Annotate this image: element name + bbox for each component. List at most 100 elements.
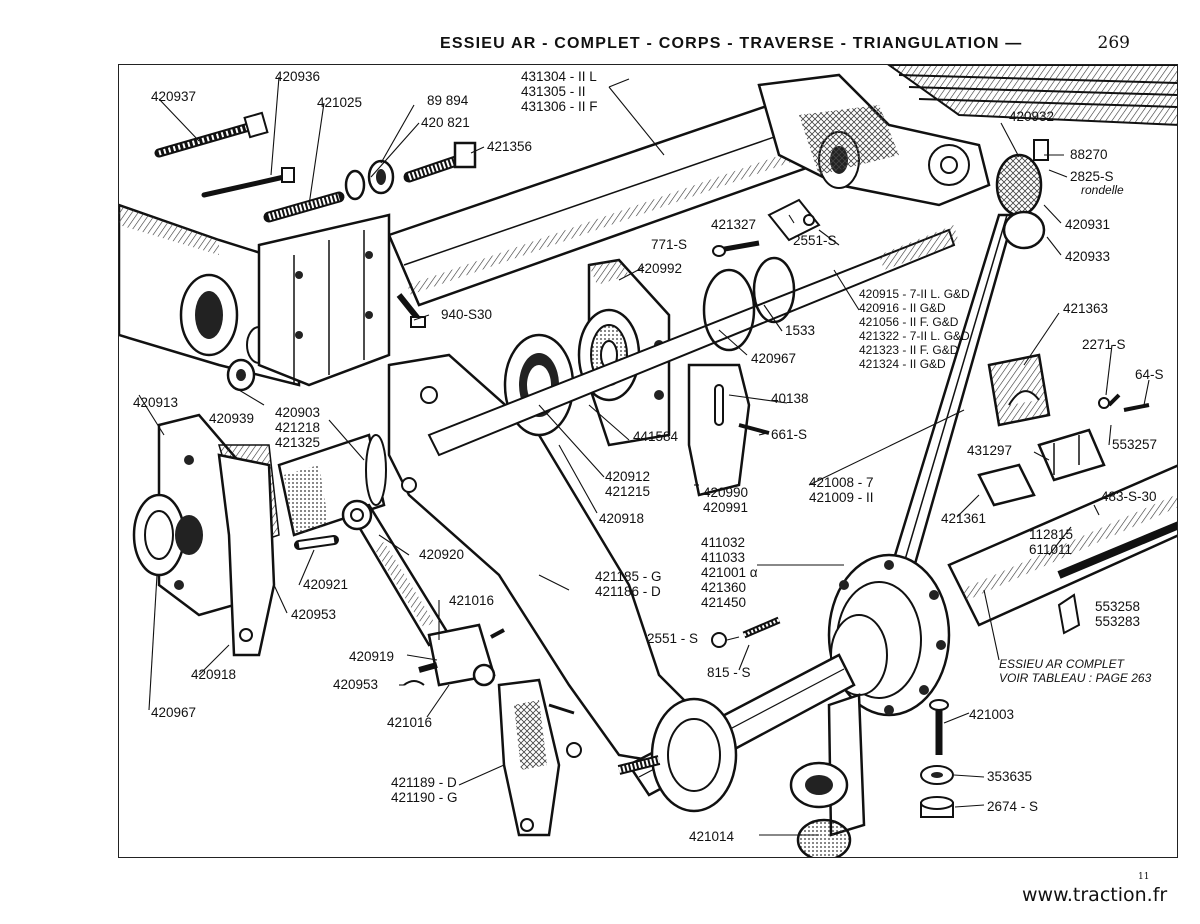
label-420918-center: 420918 [599,511,645,526]
hub-flange [827,553,951,717]
label-arm-421185: 421185 - G 421186 - D [595,569,662,599]
label-420990: 420990 420991 [703,485,749,515]
label-420937: 420937 [151,89,197,104]
label-421014: 421014 [689,829,735,844]
label-420953-upper: 420953 [291,607,337,622]
label-420992: 420992 [637,261,683,276]
label-420933: 420933 [1065,249,1111,264]
label-2271-s: 2271-S [1082,337,1126,352]
label-420939: 420939 [209,411,255,426]
page-number: 269 [1097,33,1130,53]
label-420931: 420931 [1065,217,1111,232]
label-421361: 421361 [941,511,987,526]
yoke-420919 [403,623,505,687]
clamp-431297 [1037,428,1106,482]
label-shaft-420915: 420915 - 7-II L. G&D 420916 - II G&D 421… [859,287,970,371]
washer-353635 [920,765,954,785]
label-89894: 89 894 [427,93,469,108]
bolt-940-s30 [396,293,426,328]
label-boss-420903: 420903 421218 421325 [275,405,321,450]
label-2674-s: 2674 - S [987,799,1039,814]
hub-shaft-421014 [789,693,866,857]
label-420920: 420920 [419,547,465,562]
leaf-spring [887,65,1177,126]
stud-421003 [929,699,949,755]
washers-89894-420821 [344,159,395,201]
stud-421025 [263,191,345,223]
label-rod-421008: 421008 - 7 421009 - II [809,475,874,505]
label-815-s: 815 - S [707,665,751,680]
label-353635: 353635 [987,769,1033,784]
leader-lines [138,76,1150,836]
bolt-421356 [403,141,477,183]
nut-420939 [226,358,256,392]
label-421003: 421003 [969,707,1015,722]
link-rod-420920 [341,499,451,647]
label-420921: 420921 [303,577,349,592]
label-420821: 420 821 [421,115,470,130]
clip-421327 [767,198,821,242]
diagram-frame: 420937 420936 421025 89 894 420 821 4213… [118,64,1178,858]
label-420912: 420912 421215 [605,469,651,499]
label-rondelle: rondelle [1081,183,1124,197]
u-clamp-bracket [257,213,391,387]
label-431297: 431297 [967,443,1013,458]
label-essieu-ar-complet: ESSIEU AR COMPLET VOIR TABLEAU : PAGE 26… [999,657,1152,685]
axle-tube [387,93,831,307]
label-2825-s: 2825-S [1070,169,1114,184]
clamp-421361 [977,463,1036,507]
label-553258: 553258 553283 [1095,599,1141,629]
side-rail [947,464,1177,627]
pin-420921 [294,535,339,550]
label-40138: 40138 [771,391,809,406]
label-771-s: 771-S [651,237,688,252]
label-1533: 1533 [785,323,816,338]
label-112815: 112815 611011 [1029,527,1074,557]
label-420932: 420932 [1009,109,1055,124]
label-441584: 441584 [633,429,679,444]
bracket-421189 [497,678,582,837]
bolt-420936 [201,167,295,198]
label-420919: 420919 [349,649,395,664]
label-661-s: 661-S [771,427,808,442]
label-420967-upper: 420967 [751,351,797,366]
label-553257: 553257 [1112,437,1158,452]
label-420967-lower: 420967 [151,705,197,720]
small-plate-40138 [687,363,770,497]
label-421327: 421327 [711,217,757,232]
label-2551-s-top: 2551-S [793,233,837,248]
nut-2551-s [711,632,727,648]
label-420918-left: 420918 [191,667,237,682]
stud-815-s [742,616,781,639]
left-cross-member [119,203,301,387]
label-483-s-30: 483-S-30 [1101,489,1157,504]
exploded-axle-drawing [119,65,1177,857]
bracket-553258 [1057,593,1081,635]
footer-website: www.traction.fr [1022,884,1168,906]
tube-end-bracket [757,73,991,207]
label-420913: 420913 [133,395,179,410]
label-bracket-421189: 421189 - D 421190 - G [391,775,458,805]
label-hub-411032: 411032 411033 421001 α 421360 421450 [701,535,758,610]
label-64-s: 64-S [1135,367,1164,382]
circlip-1533 [702,256,796,352]
footer-small-number: 11 [1138,872,1150,882]
rubber-block-421363 [987,353,1051,427]
page-title: ESSIEU AR - COMPLET - CORPS - TRAVERSE -… [440,35,1023,52]
bolt-420937 [154,111,269,158]
axle-shaft [427,225,959,457]
lower-axle-arm [617,653,856,813]
page-header: ESSIEU AR - COMPLET - CORPS - TRAVERSE -… [440,33,1130,61]
nut-2674-s [920,796,954,818]
label-88270: 88270 [1070,147,1108,162]
label-421363: 421363 [1063,301,1109,316]
label-tube-431304: 431304 - II L 431305 - II 431306 - II F [521,69,598,114]
label-940-s30: 940-S30 [441,307,493,322]
label-421025: 421025 [317,95,363,110]
bolt-771-s [712,240,760,257]
label-421016-upper: 421016 [449,593,495,608]
label-2551-s-lower: 2551 - S [647,631,699,646]
label-421016-lower: 421016 [387,715,433,730]
label-420936: 420936 [275,69,321,84]
lever-420918 [217,453,276,657]
